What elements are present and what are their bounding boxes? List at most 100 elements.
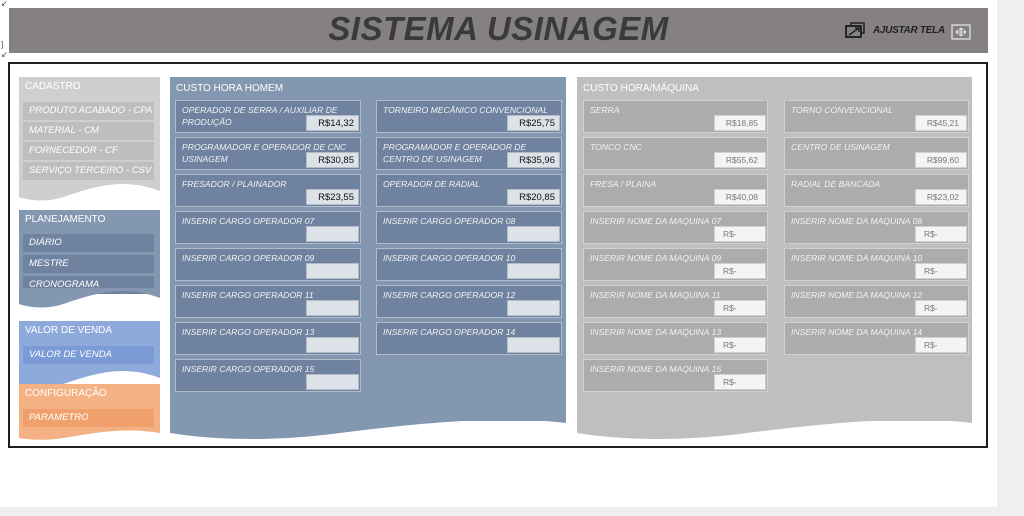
menu-item-valor-de-venda[interactable]: VALOR DE VENDA — [23, 346, 154, 364]
operator-cost-card[interactable]: INSERIR CARGO OPERADOR 10 — [376, 248, 562, 281]
menu-item-servico-terceiro[interactable]: SERVIÇO TERCEIRO - CSV — [23, 162, 154, 180]
operator-role-label: INSERIR CARGO OPERADOR 08 — [383, 216, 516, 226]
machine-hourly-cost-value[interactable]: R$99,60 — [915, 152, 967, 168]
operator-cost-card[interactable]: OPERADOR DE RADIAL R$20,85 — [376, 174, 562, 207]
menu-item-material[interactable]: MATERIAL - CM — [23, 122, 154, 140]
machine-hourly-cost-value[interactable]: R$45,21 — [915, 115, 967, 131]
planejamento-panel: PLANEJAMENTO DIÁRIO MESTRE CRONOGRAMA — [19, 210, 160, 308]
machine-hourly-cost-value[interactable]: R$- — [915, 226, 967, 242]
machine-hourly-cost-value[interactable]: R$18,85 — [714, 115, 766, 131]
machine-hourly-cost-value[interactable]: R$- — [915, 263, 967, 279]
adjust-screen-button[interactable]: AJUSTAR TELA — [845, 22, 945, 38]
horizontal-scrollbar-area[interactable] — [0, 507, 1024, 516]
operator-role-label: INSERIR CARGO OPERADOR 07 — [182, 216, 315, 226]
hourly-cost-value[interactable] — [306, 226, 359, 242]
operator-cost-card[interactable]: PROGRAMADOR E OPERADOR DE CENTRO DE USIN… — [376, 137, 562, 170]
hourly-cost-value[interactable]: R$25,75 — [507, 115, 560, 131]
hourly-cost-value[interactable] — [306, 374, 359, 390]
hourly-cost-value[interactable] — [306, 300, 359, 316]
operator-cost-card[interactable]: OPERADOR DE SERRA / AUXILIAR DE PRODUÇÃO… — [175, 100, 361, 133]
menu-item-diario[interactable]: DIÁRIO — [23, 234, 154, 252]
venda-panel: VALOR DE VENDA PRODUTO VALOR DE VENDA — [19, 321, 160, 388]
hourly-cost-value[interactable] — [507, 226, 560, 242]
planejamento-title: PLANEJAMENTO — [25, 214, 106, 225]
venda-wave — [19, 368, 160, 388]
hourly-cost-value[interactable]: R$23,55 — [306, 189, 359, 205]
machine-cost-card[interactable]: TONCO CNC R$55,62 — [583, 137, 768, 170]
window-resize-icon — [845, 22, 865, 38]
machine-cost-card[interactable]: TORNO CONVENCIONAL R$45,21 — [784, 100, 969, 133]
operator-role-label: OPERADOR DE RADIAL — [383, 179, 480, 189]
operator-cost-card[interactable]: INSERIR CARGO OPERADOR 12 — [376, 285, 562, 318]
machine-hourly-cost-value[interactable]: R$40,08 — [714, 189, 766, 205]
machine-name-label: TORNO CONVENCIONAL — [791, 105, 894, 115]
machine-hourly-cost-value[interactable]: R$- — [915, 300, 967, 316]
machine-name-label: INSERIR NOME DA MAQUINA 09 — [590, 253, 722, 263]
operator-role-label: INSERIR CARGO OPERADOR 10 — [383, 253, 516, 263]
machine-hourly-cost-value[interactable]: R$- — [915, 337, 967, 353]
machine-hourly-cost-value[interactable]: R$- — [714, 337, 766, 353]
machine-name-label: INSERIR NOME DA MAQUINA 07 — [590, 216, 722, 226]
machine-name-label: INSERIR NOME DA MAQUINA 12 — [791, 290, 923, 300]
hourly-cost-value[interactable]: R$20,85 — [507, 189, 560, 205]
operator-cost-card[interactable]: INSERIR CARGO OPERADOR 08 — [376, 211, 562, 244]
vertical-scrollbar-area[interactable] — [997, 0, 1024, 516]
machine-hourly-cost-value[interactable]: R$- — [714, 374, 766, 390]
cadastro-wave — [19, 181, 160, 201]
hourly-cost-value[interactable]: R$35,96 — [507, 152, 560, 168]
header-bar: SISTEMA USINAGEM AJUSTAR TELA — [9, 8, 988, 53]
machine-hourly-cost-value[interactable]: R$- — [714, 226, 766, 242]
menu-item-produto-acabado[interactable]: PRODUTO ACABADO - CPA — [23, 102, 154, 120]
operator-cost-card[interactable]: INSERIR CARGO OPERADOR 14 — [376, 322, 562, 355]
operator-cost-card[interactable]: INSERIR CARGO OPERADOR 09 — [175, 248, 361, 281]
hourly-cost-value[interactable]: R$30,85 — [306, 152, 359, 168]
machine-name-label: INSERIR NOME DA MAQUINA 13 — [590, 327, 722, 337]
fullscreen-icon[interactable] — [951, 24, 971, 40]
menu-item-fornecedor[interactable]: FORNECEDOR - CF — [23, 142, 154, 160]
machine-cost-card[interactable]: FRESA / PLAINA R$40,08 — [583, 174, 768, 207]
operator-role-label: PROGRAMADOR E OPERADOR DE CNC USINAGEM — [182, 142, 347, 164]
page-title: SISTEMA USINAGEM — [328, 10, 669, 47]
operator-role-label: INSERIR CARGO OPERADOR 14 — [383, 327, 516, 337]
configuracao-panel: CONFIGURAÇÃO PARAMETRO — [19, 384, 160, 440]
operator-cost-card[interactable]: INSERIR CARGO OPERADOR 13 — [175, 322, 361, 355]
machine-name-label: TONCO CNC — [590, 142, 642, 152]
hourly-cost-value[interactable] — [507, 300, 560, 316]
hourly-cost-value[interactable] — [306, 263, 359, 279]
operator-cost-card[interactable]: INSERIR CARGO OPERADOR 15 — [175, 359, 361, 392]
adjust-screen-label: AJUSTAR TELA — [873, 24, 945, 36]
hourly-cost-value[interactable] — [306, 337, 359, 353]
hourly-cost-value[interactable] — [507, 263, 560, 279]
hourly-cost-value[interactable] — [507, 337, 560, 353]
menu-item-parametro[interactable]: PARAMETRO — [23, 409, 154, 427]
custo-hora-maquina-wave — [577, 421, 972, 439]
hourly-cost-value[interactable]: R$14,32 — [306, 115, 359, 131]
operator-role-label: INSERIR CARGO OPERADOR 12 — [383, 290, 516, 300]
machine-name-label: FRESA / PLAINA — [590, 179, 657, 189]
operator-cost-card[interactable]: INSERIR CARGO OPERADOR 07 — [175, 211, 361, 244]
machine-hourly-cost-value[interactable]: R$55,62 — [714, 152, 766, 168]
machine-hourly-cost-value[interactable]: R$23,02 — [915, 189, 967, 205]
machine-hourly-cost-value[interactable]: R$- — [714, 263, 766, 279]
operator-cost-card[interactable]: INSERIR CARGO OPERADOR 11 — [175, 285, 361, 318]
custo-hora-homem-title: CUSTO HORA HOMEM — [176, 83, 284, 94]
machine-name-label: INSERIR NOME DA MAQUINA 15 — [590, 364, 722, 374]
menu-item-mestre[interactable]: MESTRE — [23, 255, 154, 273]
machine-hourly-cost-value[interactable]: R$- — [714, 300, 766, 316]
